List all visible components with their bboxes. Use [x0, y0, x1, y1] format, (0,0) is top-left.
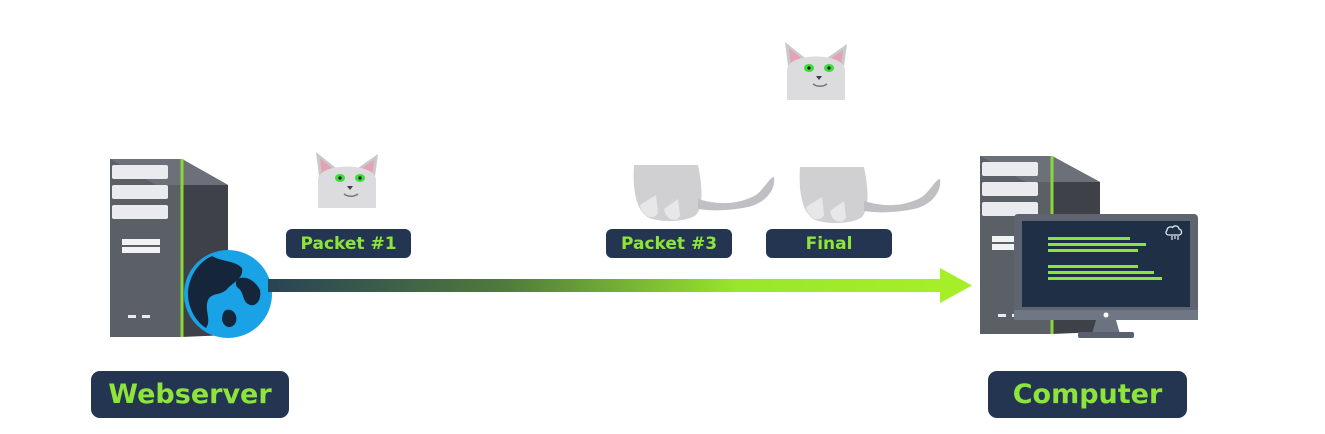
cat-body-icon: [799, 167, 941, 224]
monitor-icon: [1014, 214, 1198, 338]
packet1-label: Packet #1: [286, 229, 411, 258]
cat-head-icon: [785, 42, 847, 100]
computer-label: Computer: [988, 371, 1187, 418]
cat-head-icon: [316, 152, 378, 208]
webserver-label: Webserver: [91, 371, 289, 418]
final-label: Final: [766, 229, 892, 258]
packet3-label: Packet #3: [606, 229, 732, 258]
cat-body-icon: [633, 165, 775, 222]
globe-icon: [184, 250, 272, 338]
transfer-arrow: [268, 268, 972, 303]
cloud-icon: [1165, 225, 1183, 240]
